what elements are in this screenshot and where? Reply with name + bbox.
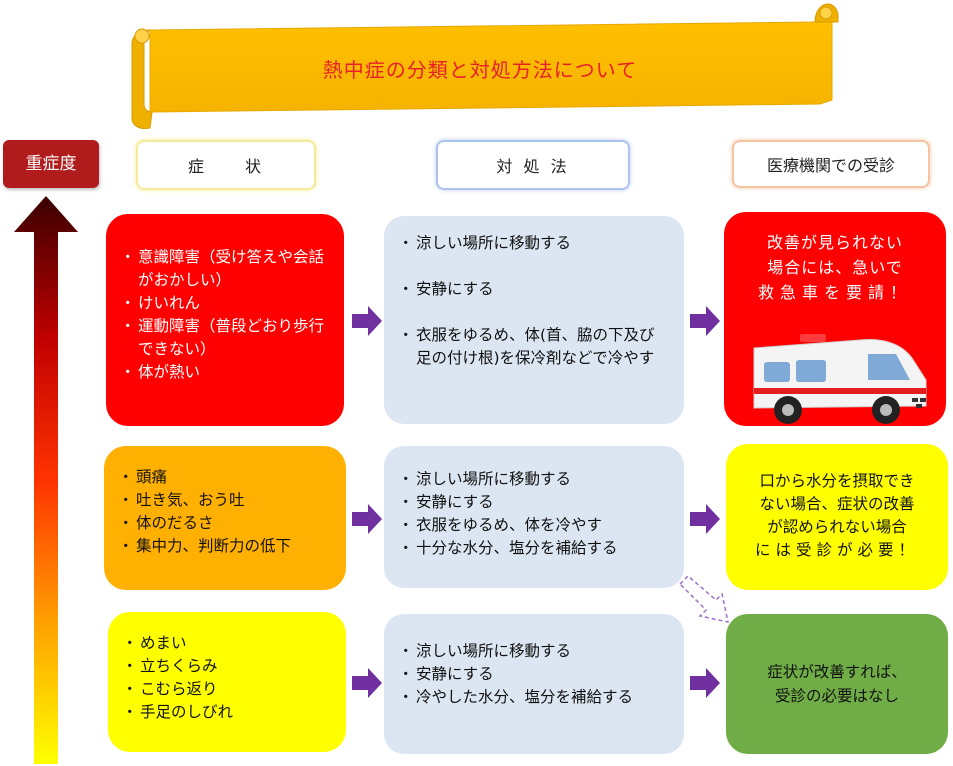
symptom-item: 集中力、判断力の低下 [118, 535, 338, 558]
hospital-text-line: 改善が見られない [766, 233, 903, 252]
symptom-item: 意識障害（受け答えや会話がおかしい） [120, 246, 336, 292]
arrow-right-icon [690, 668, 720, 698]
symptoms-moderate: 頭痛 吐き気、おう吐 体のだるさ 集中力、判断力の低下 [104, 446, 346, 590]
treatment-item: 衣服をゆるめ、体を冷やす [398, 514, 670, 537]
treatment-item: 安静にする [398, 278, 670, 301]
hospital-text-line: 受診の必要はなし [774, 687, 899, 705]
symptom-item: 手足のしびれ [122, 701, 338, 724]
treatment-item: 安静にする [398, 663, 670, 686]
arrow-right-icon [690, 306, 720, 336]
treatment-mild: 涼しい場所に移動する 安静にする 冷やした水分、塩分を補給する [384, 614, 684, 754]
hospital-text-line: 口から水分を摂取でき [759, 472, 915, 490]
hospital-moderate: 口から水分を摂取でき ない場合、症状の改善 が認められない場合 には受診が必要！ [726, 444, 948, 590]
symptom-item: めまい [122, 632, 338, 655]
symptom-item: 体が熱い [120, 361, 336, 384]
treatment-item: 冷やした水分、塩分を補給する [398, 686, 670, 709]
hospital-severe: 改善が見られない 場合には、急いで 救急車を要請！ [724, 212, 946, 426]
page-title: 熱中症の分類と対処方法について [322, 58, 638, 82]
symptom-item: 立ちくらみ [122, 655, 338, 678]
hospital-mild: 症状が改善すれば、 受診の必要はなし [726, 614, 948, 754]
symptom-item: 頭痛 [118, 466, 338, 489]
symptom-item: 運動障害（普段どおり歩行できない） [120, 315, 336, 361]
dashed-arrow-icon [678, 574, 729, 623]
severity-label: 重症度 [3, 140, 99, 188]
treatment-item: 十分な水分、塩分を補給する [398, 537, 670, 560]
hospital-text-line: 場合には、急いで [767, 258, 903, 277]
severity-gradient-arrow-icon [14, 196, 78, 764]
hospital-text-line: ない場合、症状の改善 [759, 495, 915, 513]
treatment-item: 安静にする [398, 491, 670, 514]
symptom-item: こむら返り [122, 678, 338, 701]
symptom-item: 吐き気、おう吐 [118, 489, 338, 512]
symptom-item: 体のだるさ [118, 512, 338, 535]
header-treatment: 対 処 法 [436, 140, 630, 190]
symptoms-mild: めまい 立ちくらみ こむら返り 手足のしびれ [108, 612, 346, 752]
symptom-item: けいれん [120, 292, 336, 315]
treatment-item: 涼しい場所に移動する [398, 640, 670, 663]
symptoms-severe: 意識障害（受け答えや会話がおかしい） けいれん 運動障害（普段どおり歩行できない… [106, 214, 344, 426]
treatment-severe: 涼しい場所に移動する 安静にする 衣服をゆるめ、体(首、脇の下及び足の付け根)を… [384, 216, 684, 424]
title-scroll-banner [131, 3, 839, 129]
header-symptoms: 症 状 [136, 140, 316, 190]
treatment-item: 衣服をゆるめ、体(首、脇の下及び足の付け根)を保冷剤などで冷やす [398, 324, 670, 370]
ambulance-icon [753, 334, 927, 424]
hospital-text-line: 症状が改善すれば、 [767, 663, 907, 681]
arrow-right-icon [690, 504, 720, 534]
treatment-item: 涼しい場所に移動する [398, 232, 670, 255]
hospital-text-line: には受診が必要！ [754, 541, 919, 559]
arrow-right-icon [352, 668, 382, 698]
hospital-text-line: 救急車を要請！ [757, 283, 912, 302]
treatment-moderate: 涼しい場所に移動する 安静にする 衣服をゆるめ、体を冷やす 十分な水分、塩分を補… [384, 446, 684, 588]
arrow-right-icon [352, 504, 382, 534]
header-hospital-visit: 医療機関での受診 [732, 140, 930, 188]
arrow-right-icon [352, 306, 382, 336]
treatment-item: 涼しい場所に移動する [398, 468, 670, 491]
hospital-text-line: が認められない場合 [767, 518, 907, 536]
